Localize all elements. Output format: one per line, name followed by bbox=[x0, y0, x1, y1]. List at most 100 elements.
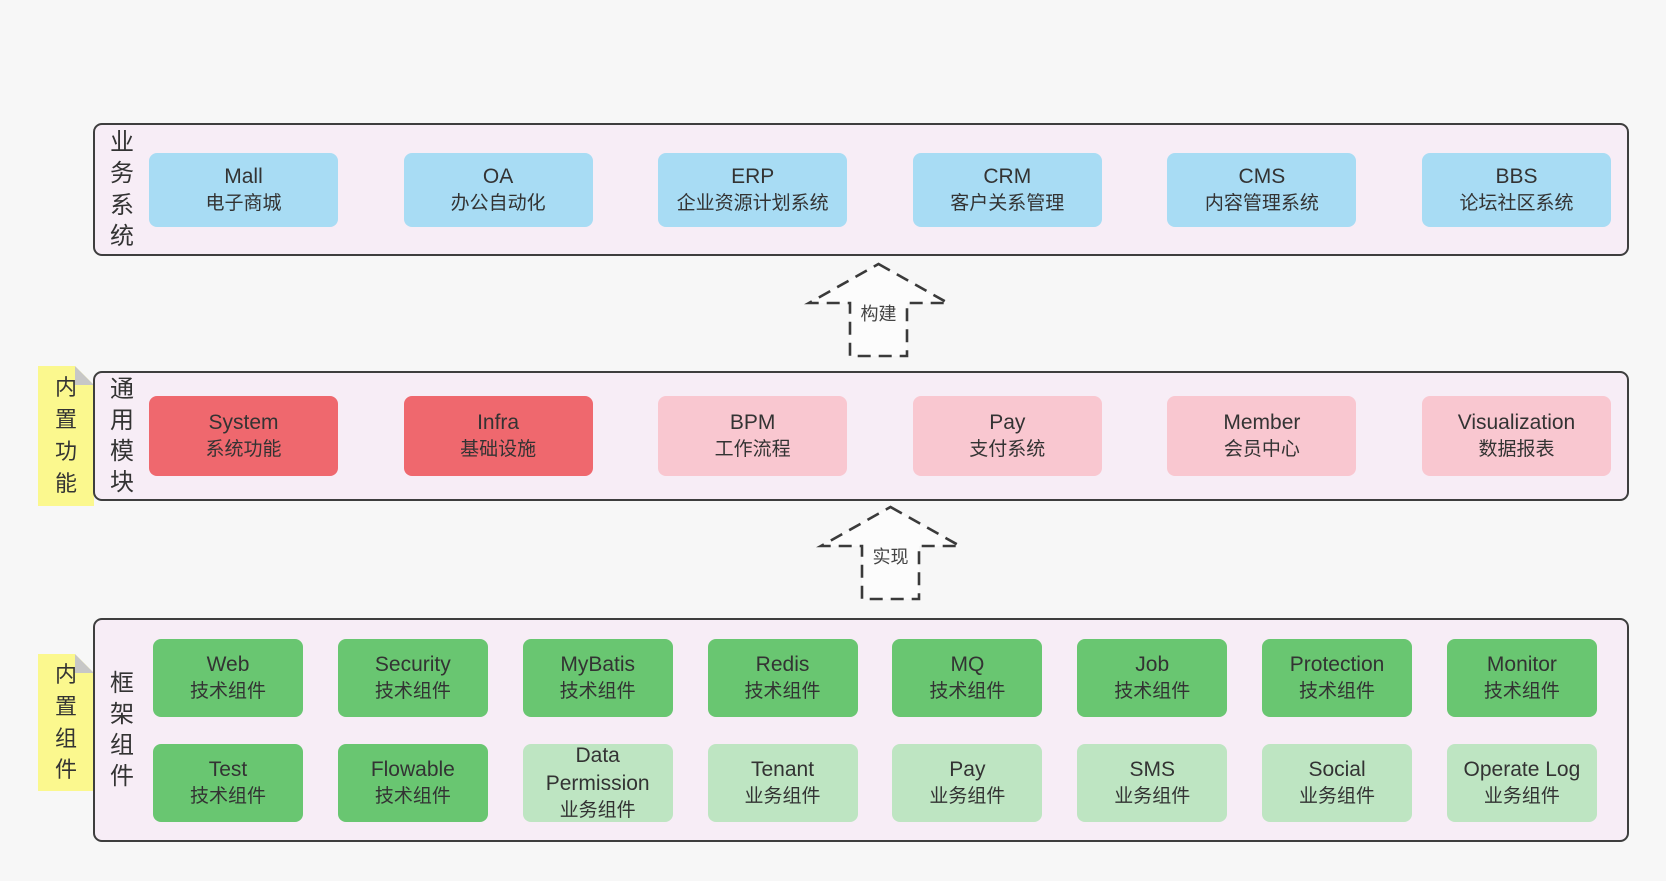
common-modules-label-text: 通用模块 bbox=[110, 375, 134, 497]
box-name: Member bbox=[1223, 411, 1301, 434]
box-name: BBS bbox=[1495, 164, 1538, 188]
box-mq: MQ 技术组件 bbox=[892, 638, 1043, 717]
box-job: Job 技术组件 bbox=[1077, 638, 1228, 717]
box-desc: 技术组件 bbox=[189, 680, 266, 702]
box-pay: Pay 业务组件 bbox=[892, 743, 1043, 822]
box-desc: 电子商城 bbox=[205, 192, 282, 214]
folded-corner-icon bbox=[75, 366, 94, 385]
box-name: Monitor bbox=[1486, 653, 1557, 677]
box-name: Social bbox=[1308, 758, 1366, 782]
box-name: Web bbox=[206, 653, 250, 677]
box-mall: Mall 电子商城 bbox=[149, 152, 338, 227]
built-in-functions-text-inner: 内置功能 bbox=[54, 375, 77, 496]
box-desc: 基础设施 bbox=[460, 439, 537, 461]
common-modules-label: 通用模块 bbox=[95, 374, 149, 499]
built-in-components-text-inner: 内置组件 bbox=[54, 661, 77, 783]
build-arrow: 构建 bbox=[804, 261, 953, 359]
box-member: Member 会员中心 bbox=[1167, 396, 1357, 476]
box-bpm: BPM 工作流程 bbox=[658, 396, 848, 476]
box-desc: 业务组件 bbox=[1299, 785, 1376, 807]
box-name: Pay bbox=[949, 758, 986, 782]
build-arrow-label: 构建 bbox=[856, 299, 901, 327]
folded-corner-icon bbox=[75, 654, 94, 673]
box-pay: Pay 支付系统 bbox=[912, 396, 1102, 476]
box-desc: 技术组件 bbox=[744, 680, 821, 702]
box-desc: 企业资源计划系统 bbox=[676, 192, 829, 214]
box-redis: Redis 技术组件 bbox=[707, 638, 858, 717]
box-name: MQ bbox=[950, 653, 985, 677]
business-systems-label: 业务系统 bbox=[95, 127, 149, 252]
box-desc: 工作流程 bbox=[714, 439, 791, 461]
box-name: MyBatis bbox=[560, 653, 636, 677]
box-erp: ERP 企业资源计划系统 bbox=[658, 152, 848, 227]
box-desc: 客户关系管理 bbox=[950, 192, 1065, 214]
box-oa: OA 办公自动化 bbox=[403, 152, 593, 227]
box-name: CMS bbox=[1238, 164, 1286, 188]
box-test: Test 技术组件 bbox=[153, 743, 303, 822]
box-desc: 技术组件 bbox=[374, 680, 451, 702]
box-desc: 技术组件 bbox=[1114, 680, 1191, 702]
sticky-note-built-in-functions: 内置功能 bbox=[38, 366, 94, 506]
box-bbs: BBS 论坛社区系统 bbox=[1421, 152, 1611, 227]
box-name: Data Permission bbox=[545, 744, 650, 795]
box-name: Test bbox=[208, 758, 248, 782]
box-name: Operate Log bbox=[1463, 758, 1581, 782]
box-desc: 业务组件 bbox=[929, 785, 1006, 807]
box-data-permission: Data Permission 业务组件 bbox=[522, 743, 673, 822]
box-social: Social 业务组件 bbox=[1262, 743, 1413, 822]
box-name: BPM bbox=[729, 411, 776, 434]
box-desc: 办公自动化 bbox=[450, 192, 546, 214]
box-tenant: Tenant 业务组件 bbox=[707, 743, 858, 822]
box-desc: 数据报表 bbox=[1478, 439, 1555, 461]
box-operate-log: Operate Log 业务组件 bbox=[1446, 743, 1597, 822]
box-name: Protection bbox=[1289, 653, 1385, 677]
box-desc: 内容管理系统 bbox=[1204, 192, 1319, 214]
box-desc: 系统功能 bbox=[205, 439, 282, 461]
box-name: Pay bbox=[989, 411, 1026, 434]
box-desc: 技术组件 bbox=[189, 785, 266, 807]
box-name: Redis bbox=[755, 653, 810, 677]
box-desc: 业务组件 bbox=[744, 785, 821, 807]
sticky-note-built-in-components: 内置组件 bbox=[38, 654, 94, 791]
box-name: ERP bbox=[731, 164, 775, 188]
box-desc: 业务组件 bbox=[1114, 785, 1191, 807]
box-sms: SMS 业务组件 bbox=[1077, 743, 1228, 822]
box-desc: 技术组件 bbox=[1483, 680, 1560, 702]
box-desc: 业务组件 bbox=[559, 799, 636, 821]
box-name: System bbox=[208, 411, 279, 434]
box-desc: 技术组件 bbox=[929, 680, 1006, 702]
box-desc: 支付系统 bbox=[969, 439, 1046, 461]
box-name: SMS bbox=[1129, 758, 1175, 782]
box-name: OA bbox=[482, 164, 514, 188]
box-desc: 论坛社区系统 bbox=[1459, 192, 1574, 214]
implement-arrow: 实现 bbox=[816, 504, 965, 602]
box-web: Web 技术组件 bbox=[153, 638, 303, 717]
box-system: System 系统功能 bbox=[149, 396, 338, 476]
box-name: Mall bbox=[224, 164, 263, 188]
box-desc: 业务组件 bbox=[1483, 785, 1560, 807]
box-monitor: Monitor 技术组件 bbox=[1446, 638, 1597, 717]
business-systems-label-text: 业务系统 bbox=[110, 129, 134, 250]
built-in-components-text: 内置组件 bbox=[54, 659, 77, 787]
box-desc: 技术组件 bbox=[559, 680, 636, 702]
box-desc: 技术组件 bbox=[374, 785, 451, 807]
box-name: Tenant bbox=[751, 758, 815, 782]
box-name: Job bbox=[1135, 653, 1170, 677]
framework-components-label-text: 框架组件 bbox=[110, 669, 134, 791]
box-desc: 会员中心 bbox=[1223, 439, 1300, 461]
built-in-functions-text: 内置功能 bbox=[54, 372, 77, 500]
